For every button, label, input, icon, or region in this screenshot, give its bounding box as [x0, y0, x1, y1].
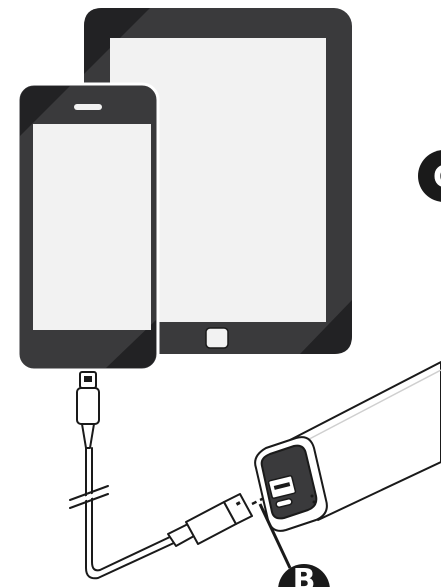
tablet-home-button [206, 328, 228, 348]
phone-icon [18, 84, 158, 370]
callout-b: B [278, 563, 330, 587]
callout-b-label: B [293, 563, 316, 587]
usb-cable-icon [70, 424, 176, 578]
phone-screen [33, 124, 151, 330]
usb-a-plug [168, 494, 252, 546]
power-bank-icon [255, 362, 441, 531]
phone-earpiece [74, 104, 102, 110]
callout-c-label: C [433, 160, 441, 195]
callout-c: C [418, 150, 441, 202]
micro-usb-connector [77, 372, 99, 424]
